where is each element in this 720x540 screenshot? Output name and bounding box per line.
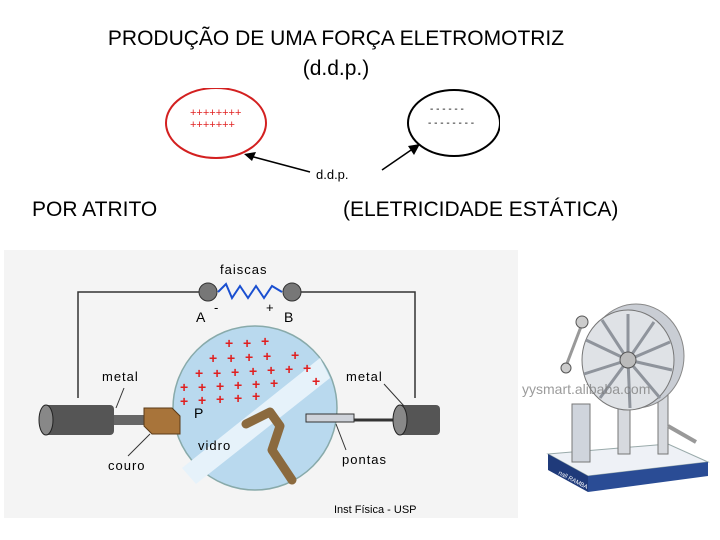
plus-mark: + — [209, 350, 217, 366]
sparks-label: faiscas — [220, 262, 267, 277]
plus-mark: + — [270, 375, 278, 391]
positive-charges-row1: ++++++++ — [190, 107, 241, 119]
negative-charges-row2: - - - - - - - - — [428, 118, 474, 129]
leather-pad — [144, 408, 180, 434]
ddp-label: d.d.p. — [316, 167, 349, 182]
sphere-b — [283, 283, 301, 301]
arrow-right-line — [382, 148, 414, 170]
right-electrode-end — [393, 405, 407, 435]
plus-mark: + — [234, 390, 242, 406]
left-column — [572, 404, 590, 462]
plus-mark: + — [303, 360, 311, 376]
slide-title-line2: (d.d.p.) — [0, 56, 672, 82]
arrow-left-line — [250, 156, 310, 172]
points-label: pontas — [342, 452, 387, 467]
leather-label: couro — [108, 458, 146, 473]
heading-static-electricity: (ELETRICIDADE ESTÁTICA) — [343, 198, 618, 222]
plus-mark: + — [180, 393, 188, 409]
credit: Inst Física - USP — [334, 504, 417, 516]
plus-mark: + — [285, 361, 293, 377]
disc-hub — [620, 352, 636, 368]
metal-left-label: metal — [102, 369, 139, 384]
sphere-a — [199, 283, 217, 301]
label-a: A — [196, 309, 206, 325]
comb-points — [306, 414, 354, 422]
metal-right-label: metal — [346, 369, 383, 384]
plus-mark: + — [312, 373, 320, 389]
label-b: B — [284, 309, 293, 325]
left-electrode-end — [39, 405, 53, 435]
left-electrode-rod — [114, 415, 144, 425]
heading-by-friction: POR ATRITO — [32, 198, 157, 222]
plus-mark: + — [225, 335, 233, 351]
minus-sign: - — [214, 300, 218, 315]
glass-label: vidro — [198, 438, 231, 453]
discharge-ball-right — [561, 363, 571, 373]
plus-mark: + — [252, 388, 260, 404]
discharge-ball-left — [576, 316, 588, 328]
negative-charges-row1: - - - - - - — [430, 104, 464, 115]
machine-diagram: faiscas A - + B + + + + + + + + + + + + … — [0, 248, 520, 520]
watermark: yysmart.alibaba.com — [522, 381, 650, 397]
charge-diagram: ++++++++ +++++++ - - - - - - - - - - - -… — [160, 88, 500, 188]
arrow-right-head — [408, 144, 420, 155]
plus-sign: + — [266, 300, 274, 315]
positive-charges-row2: +++++++ — [190, 119, 235, 131]
machine-photo: nall RAMBA yysmart.alibaba.com — [518, 294, 720, 494]
plus-mark: + — [216, 391, 224, 407]
slide-title-line1: PRODUÇÃO DE UMA FORÇA ELETROMOTRIZ — [0, 26, 672, 52]
label-p: P — [194, 405, 203, 421]
plus-mark: + — [261, 333, 269, 349]
